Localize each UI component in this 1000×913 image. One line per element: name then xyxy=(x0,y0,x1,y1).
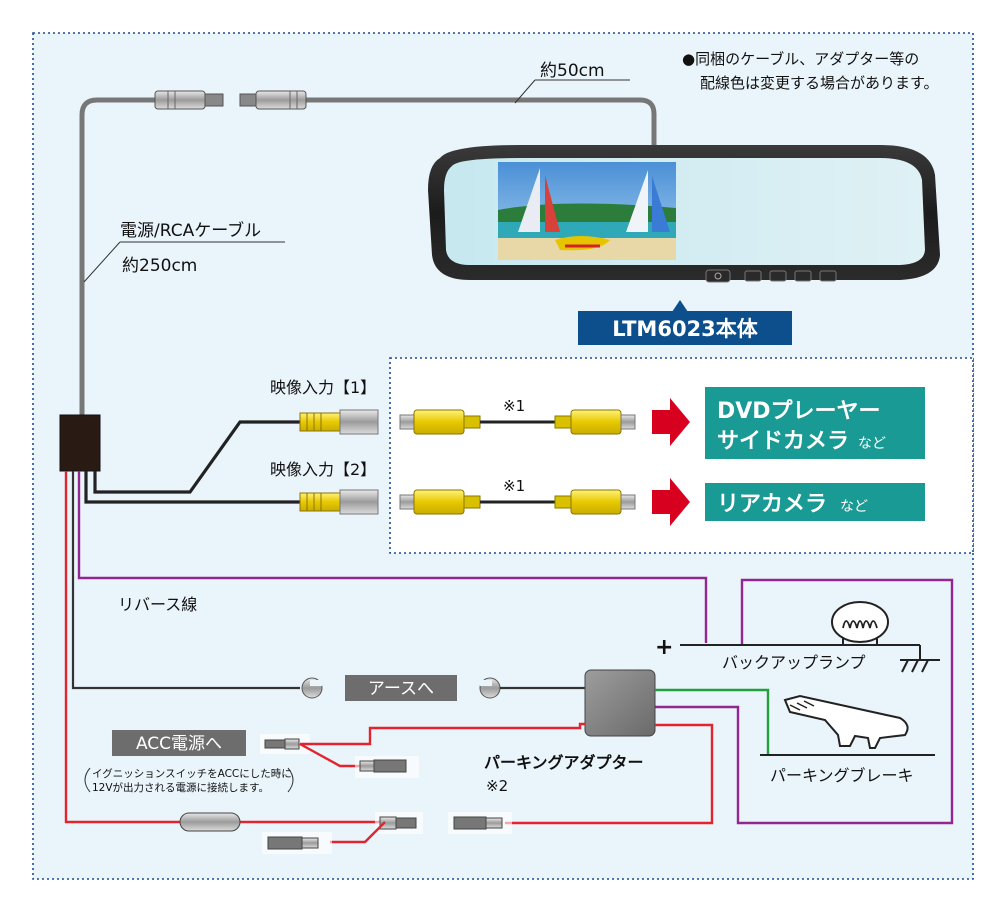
red-arrow-2 xyxy=(652,478,690,526)
label-ground: アースへ xyxy=(368,679,434,699)
label-video-input-2: 映像入力【2】 xyxy=(270,460,376,479)
acc-note-bracket-left xyxy=(84,767,91,793)
ground-terminal-right xyxy=(479,677,501,699)
acc-note-line-1: イグニッションスイッチをACCにした時に xyxy=(92,767,292,780)
label-plus: + xyxy=(655,635,673,660)
parking-brake-wire xyxy=(655,688,770,755)
label-50cm: 約50cm xyxy=(540,61,605,81)
label-nado-2: など xyxy=(840,499,868,515)
adapter-red-wire xyxy=(505,723,714,825)
backup-lamp-bulb xyxy=(831,601,889,645)
acc-note-line-2: 12Vが出力される電源に接続します。 xyxy=(92,781,269,794)
acc-connector-male xyxy=(260,734,310,754)
top-connector-right xyxy=(239,90,307,110)
acc-label-box xyxy=(112,730,246,756)
ground-terminal-left xyxy=(301,677,323,699)
rear-camera-label-box xyxy=(705,483,925,521)
label-power-rca-cable: 電源/RCAケーブル xyxy=(120,220,261,241)
label-250cm: 約250cm xyxy=(122,256,197,276)
mirror-buttons xyxy=(705,269,837,283)
main-unit-label-box xyxy=(578,311,792,345)
note-mark-1b: ※1 xyxy=(503,477,525,495)
power-connector-branch xyxy=(262,832,332,854)
power-wire xyxy=(64,471,180,824)
ground-symbol xyxy=(900,645,940,673)
monitor-screen-image xyxy=(498,162,676,260)
label-nado-1: など xyxy=(858,436,886,452)
label-rear-camera: リアカメラ xyxy=(717,492,827,517)
label-backup-lamp: バックアップランプ xyxy=(722,653,866,672)
note-line-1: ●同梱のケーブル、アダプター等の xyxy=(682,50,919,68)
power-branch-wire xyxy=(330,821,386,844)
video-cable-2 xyxy=(84,471,300,504)
acc-note-bracket-right xyxy=(287,767,294,793)
label-parking-brake: パーキングブレーキ xyxy=(770,766,914,785)
label-reverse-wire: リバース線 xyxy=(118,595,197,614)
label-note-mark-2: ※2 xyxy=(486,777,508,795)
parking-brake-lever xyxy=(760,694,935,756)
power-connector-male xyxy=(375,812,423,834)
leader-power-rca-diag xyxy=(83,241,121,283)
leader-50cm xyxy=(514,79,536,104)
acc-wire-2 xyxy=(299,742,360,768)
main-unit-label: LTM6023本体 xyxy=(612,317,759,341)
fuse xyxy=(179,812,241,832)
rca-jack-input-1 xyxy=(299,409,379,435)
note-line-2: 配線色は変更する場合があります。 xyxy=(700,74,939,92)
ground-label-box xyxy=(345,675,457,701)
acc-wire xyxy=(300,722,585,746)
power-connector-female xyxy=(448,812,512,834)
main-unit-pointer xyxy=(672,300,688,312)
label-side-camera: サイドカメラ xyxy=(717,429,849,454)
red-arrow-1 xyxy=(652,398,690,446)
label-parking-adapter: パーキングアダプター xyxy=(484,753,644,772)
dvd-label-box xyxy=(705,387,925,459)
backup-lamp-wire xyxy=(655,578,954,825)
rearview-mirror xyxy=(428,145,940,283)
label-acc-power: ACC電源へ xyxy=(136,734,222,754)
acc-connector-female xyxy=(355,756,419,778)
rca-jack-input-2 xyxy=(299,489,379,515)
top-connector-left xyxy=(154,90,224,110)
video-cable-1 xyxy=(93,420,300,494)
top-cable-right xyxy=(300,97,657,150)
label-video-input-1: 映像入力【1】 xyxy=(270,378,376,397)
rca-extension-cable-1 xyxy=(399,409,636,435)
junction-box xyxy=(59,414,101,472)
note-mark-1: ※1 xyxy=(503,397,525,415)
rca-extension-cable-2 xyxy=(399,489,636,515)
label-dvd-player: DVDプレーヤー xyxy=(717,399,881,424)
top-cable xyxy=(79,97,160,282)
ground-wire xyxy=(71,471,300,690)
parking-adapter-box xyxy=(584,669,656,737)
reverse-wire xyxy=(77,471,708,643)
